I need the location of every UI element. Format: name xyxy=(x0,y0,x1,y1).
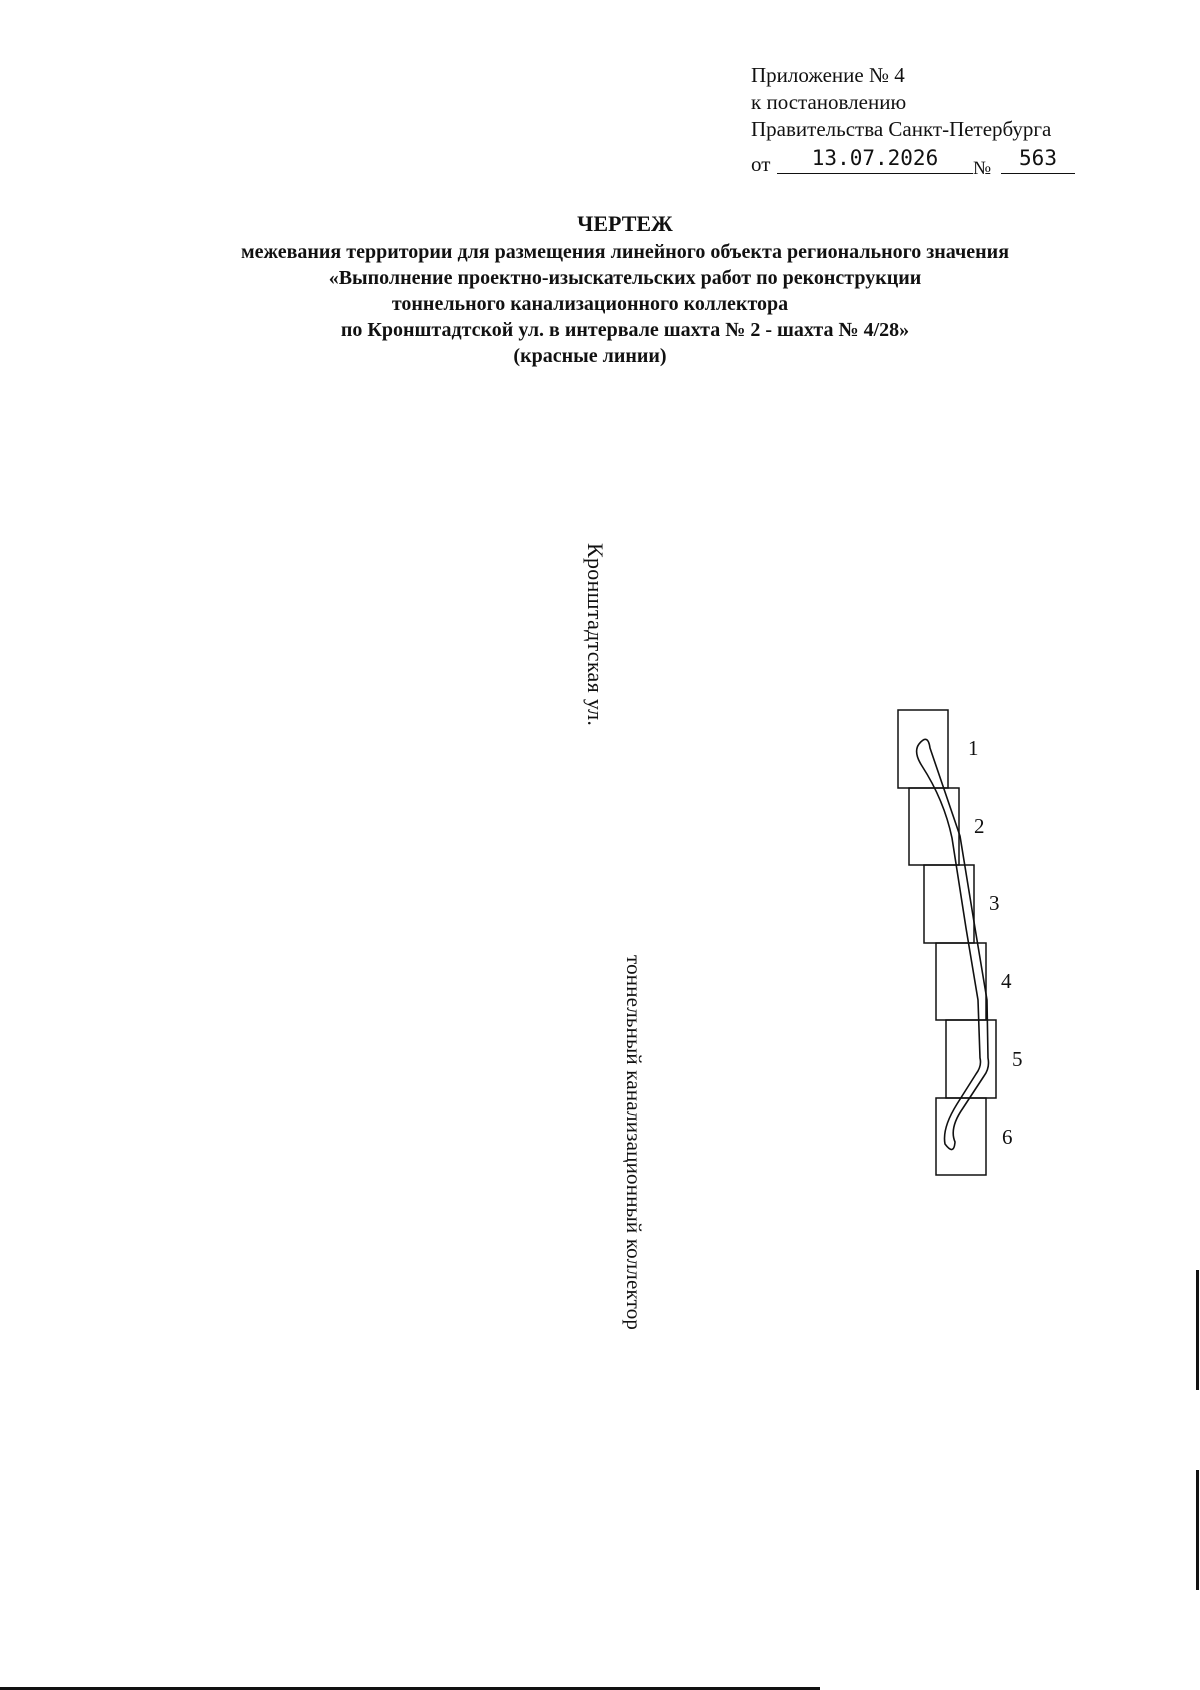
section-label-1: 1 xyxy=(968,736,979,760)
title-line-3: тоннельного канализационного коллектора xyxy=(391,293,789,315)
appendix-authority: Правительства Санкт-Петербурга xyxy=(751,117,1052,141)
section-label-6: 6 xyxy=(1002,1125,1013,1149)
sheet-right-edge-lower xyxy=(1196,1470,1199,1590)
title-line-4: по Кронштадтской ул. в интервале шахта №… xyxy=(340,319,910,341)
street-label: Кронштадтская ул. xyxy=(583,543,608,727)
section-label-2: 2 xyxy=(974,814,985,838)
collector-label: тоннельный канализационный коллектор xyxy=(622,955,646,1331)
title-line-2: «Выполнение проектно-изыскательских рабо… xyxy=(328,267,922,289)
section-label-5: 5 xyxy=(1012,1047,1023,1071)
sheet-bottom-edge xyxy=(0,1687,820,1690)
appendix-ref: к постановлению xyxy=(751,90,907,114)
appendix-date-row: от 13.07.2026 № 563 xyxy=(751,145,1091,179)
section-rect-2 xyxy=(908,787,960,866)
section-rect-1 xyxy=(897,709,949,789)
document-title: ЧЕРТЕЖ межевания территории для размещен… xyxy=(120,211,1130,369)
appendix-block: Приложение № 4 к постановлению Правитель… xyxy=(751,62,1091,179)
title-line-1: межевания территории для размещения лине… xyxy=(240,241,1010,263)
title-line-5: (красные линии) xyxy=(513,345,667,367)
section-label-4: 4 xyxy=(1001,969,1012,993)
decree-number: 563 xyxy=(1001,145,1075,174)
collector-route xyxy=(915,738,990,1151)
decree-date: 13.07.2026 xyxy=(777,145,973,174)
number-prefix: № xyxy=(973,158,992,179)
sheet-right-edge xyxy=(1196,1270,1199,1390)
section-label-3: 3 xyxy=(989,891,1000,915)
date-prefix: от xyxy=(751,152,771,176)
appendix-number: Приложение № 4 xyxy=(751,63,905,87)
title-main: ЧЕРТЕЖ xyxy=(577,211,673,236)
